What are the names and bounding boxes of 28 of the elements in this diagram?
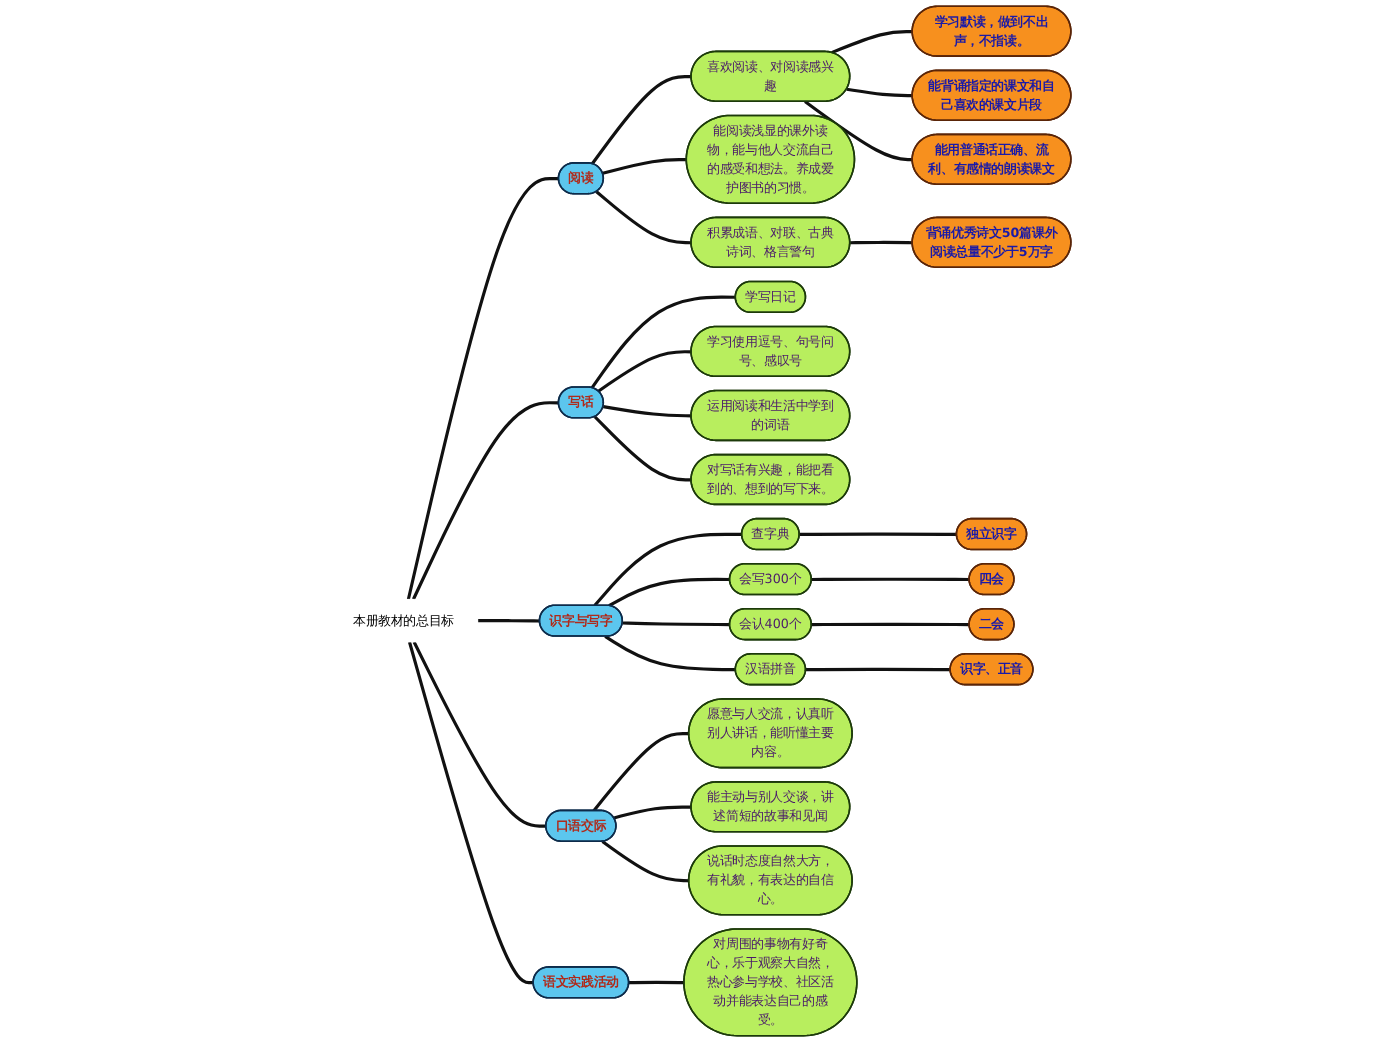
connector [593,532,742,607]
connector [406,177,559,600]
connector [811,622,970,627]
connector [477,619,540,623]
connector [613,805,692,820]
connector [412,641,547,828]
connector [850,240,913,245]
connector [593,415,692,482]
connector [811,577,970,582]
connector [846,87,913,98]
connector [407,641,534,985]
connector [592,732,690,812]
connector [799,532,957,536]
connector [597,350,692,393]
connector [591,75,692,165]
connector [831,29,913,55]
connector [595,190,692,245]
connector [590,295,736,389]
connector [412,401,559,600]
connector [622,621,730,627]
connector [608,577,730,608]
connector [602,405,692,418]
connector [804,100,913,162]
connector [805,667,951,672]
connector [604,635,736,672]
connector [601,840,690,883]
connector [628,980,685,985]
connector [602,158,687,175]
